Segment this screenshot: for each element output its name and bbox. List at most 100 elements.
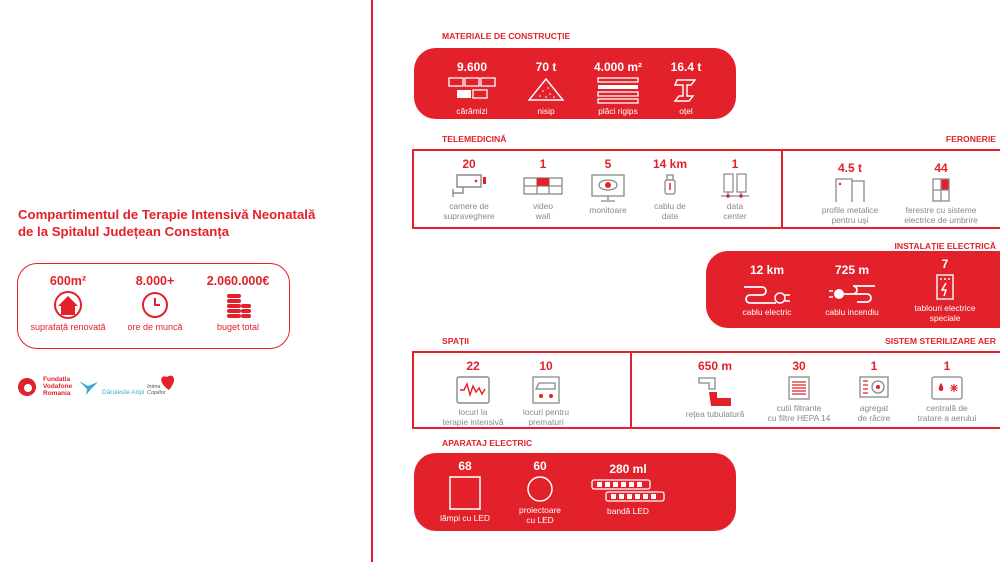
item-label: cutii filtrante (776, 403, 822, 413)
item-value: 12 km (749, 263, 785, 277)
item-label: locuri pentru (522, 407, 570, 417)
stat-value: 2.060.000€ (206, 274, 270, 288)
house-icon (54, 291, 82, 319)
item-value: 10 (539, 359, 553, 373)
cooling-unit-icon (859, 376, 889, 398)
instalatie-item: 725 m cablu incendiu (804, 263, 900, 317)
steel-beam-icon (673, 79, 697, 102)
item-label: data (726, 201, 744, 211)
item-label: cu filtre HEPA 14 (767, 413, 831, 423)
item-value: 1 (539, 157, 547, 171)
item-label: cablu incendiu (825, 307, 879, 317)
heart-monitor-icon (456, 376, 490, 404)
instalatie-item: 12 km cablu electric (719, 263, 815, 317)
item-label: proiectoare (519, 505, 561, 515)
hummingbird-icon (79, 381, 98, 395)
fire-cable-icon (829, 285, 875, 303)
item-label: rețea tubulatură (685, 409, 745, 419)
item-label: date (661, 211, 679, 221)
electric-cable-icon (744, 286, 790, 304)
item-label: centrală de (926, 403, 968, 413)
item-value: 44 (934, 161, 948, 175)
item-value: 9.600 (456, 60, 488, 74)
item-value: 22 (466, 359, 480, 373)
aparataj-item: 68 lămpi cu LED (417, 459, 513, 523)
item-value: 1 (943, 359, 951, 373)
clock-icon (142, 292, 168, 318)
item-label: video (532, 201, 554, 211)
item-label: cablu electric (742, 307, 792, 317)
monitor-icon (591, 174, 625, 202)
item-value: 4.000 m² (593, 60, 643, 74)
item-label: plăci rigips (598, 106, 638, 116)
item-label: terapie intensivă (442, 417, 504, 427)
door-profile-icon (835, 178, 865, 202)
telemedicina-item: 5 monitoare (560, 157, 656, 215)
item-label: center (723, 211, 747, 221)
stat-label: buget total (216, 322, 260, 332)
logo-daruieste: Dăruiește Aripi (78, 378, 144, 396)
section-title-instalatie: INSTALAȚIE ELECTRICĂ (894, 241, 996, 251)
materiale-item: 9.600 cărămizi (424, 60, 520, 116)
section-title-feronerie: FERONERIE (945, 134, 996, 144)
daruieste-logo-text: Dăruiește Aripi (102, 389, 145, 396)
item-label: wall (535, 211, 551, 221)
item-label: bandă LED (607, 506, 649, 516)
item-value: 20 (462, 157, 476, 171)
led-lamp-icon (449, 476, 481, 510)
usb-cable-icon (664, 174, 676, 195)
item-value: 14 km (652, 157, 688, 171)
item-value: 68 (458, 459, 472, 473)
item-label: de răcire (857, 413, 891, 423)
incubator-icon (532, 376, 560, 404)
electrical-panel-icon (936, 274, 954, 300)
drywall-icon (597, 77, 639, 104)
item-label: monitoare (589, 205, 627, 215)
item-value: 1 (731, 157, 739, 171)
sterilizare-item: 650 m rețea tubulatură (667, 359, 763, 419)
stat-value: 600m² (49, 274, 87, 288)
item-value: 7 (941, 257, 949, 271)
summary-box: 600m² suprafață renovată 8.000+ ore de m… (17, 263, 290, 349)
item-value: 725 m (834, 263, 870, 277)
item-value: 30 (792, 359, 806, 373)
aparataj-item: 280 ml bandă LED (580, 462, 676, 516)
item-value: 60 (533, 459, 547, 473)
panel-divider (781, 151, 783, 227)
section-title-spatii: SPAȚII (442, 336, 470, 346)
title-line: de la Spitalul Județean Constanța (18, 224, 230, 239)
video-wall-icon (523, 177, 563, 195)
item-label: electrice de umbrire (904, 215, 978, 225)
item-label: camere de (449, 201, 489, 211)
item-label: cu LED (526, 515, 554, 525)
materiale-item: 4.000 m² plăci rigips (570, 60, 666, 116)
item-value: 650 m (697, 359, 733, 373)
instalatie-panel: 12 km cablu electric 725 m cablu incendi… (706, 251, 1000, 328)
item-label: pentru uși (831, 215, 869, 225)
item-value: 4.5 t (837, 161, 862, 175)
item-label: lămpi cu LED (440, 513, 490, 523)
logo-vodafone: Fundatia Vodafone Romania (17, 376, 83, 397)
camera-icon (452, 174, 486, 197)
item-label: tablouri electrice (914, 303, 976, 313)
led-strip-icon (591, 479, 665, 502)
server-icon (721, 173, 749, 198)
item-label: supraveghere (443, 211, 495, 221)
logo-inima-copiilor: Inima Copiilor (147, 372, 183, 398)
summary-area: 600m² suprafață renovată (20, 274, 116, 332)
item-label: prematuri (528, 417, 564, 427)
item-label: nisip (537, 106, 555, 116)
title-line: Compartimentul de Terapie Intensivă Neon… (18, 207, 316, 222)
item-label: agregat (859, 403, 889, 413)
led-projector-icon (527, 476, 553, 502)
